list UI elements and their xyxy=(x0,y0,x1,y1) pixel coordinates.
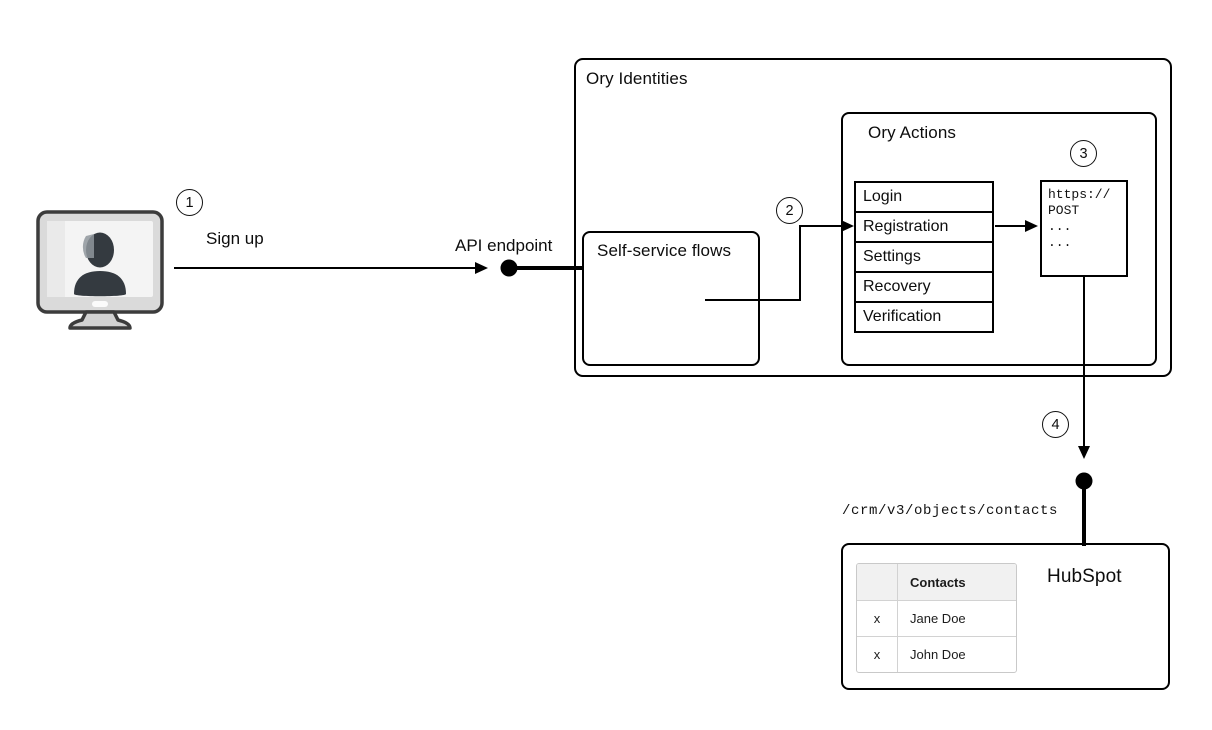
contact-mark-cell: x xyxy=(857,601,898,636)
code-line: ... xyxy=(1048,235,1072,250)
person-silhouette-icon xyxy=(74,232,126,297)
contact-name-cell: Jane Doe xyxy=(910,611,966,626)
self-service-flows-title: Self-service flows xyxy=(597,241,732,260)
flow-list: Login Registration Settings Recovery Ver… xyxy=(854,181,994,333)
flow-item-registration: Registration xyxy=(854,211,994,243)
contact-name-cell: John Doe xyxy=(910,647,966,662)
ory-actions-title: Ory Actions xyxy=(868,123,957,142)
contacts-header-blank-cell xyxy=(857,564,898,600)
code-line: ... xyxy=(1048,219,1072,234)
contacts-table-header-row: Contacts xyxy=(857,564,1016,600)
webhook-code-block: https:// POST ... ... xyxy=(1040,180,1128,277)
sign-up-label: Sign up xyxy=(206,229,264,248)
contacts-table-row: x Jane Doe xyxy=(857,600,1016,636)
hubspot-arrowhead-icon xyxy=(1078,446,1090,459)
screen-shade xyxy=(47,221,65,297)
code-line: POST xyxy=(1048,203,1080,218)
contacts-table: Contacts x Jane Doe x John Doe xyxy=(856,563,1017,673)
crm-path-label: /crm/v3/objects/contacts xyxy=(842,503,1059,519)
flow-item-verification: Verification xyxy=(854,301,994,333)
api-endpoint-label: API endpoint xyxy=(455,236,553,255)
step-badge-4: 4 xyxy=(1042,411,1069,438)
step-badge-1: 1 xyxy=(176,189,203,216)
api-endpoint-dot-icon xyxy=(500,259,518,277)
step-badge-2: 2 xyxy=(776,197,803,224)
signup-arrowhead-icon xyxy=(475,262,488,274)
user-computer-icon xyxy=(36,210,164,330)
flow-item-settings: Settings xyxy=(854,241,994,273)
contacts-table-row: x John Doe xyxy=(857,636,1016,672)
monitor-button xyxy=(92,301,108,307)
flow-item-recovery: Recovery xyxy=(854,271,994,303)
hubspot-endpoint-dot-icon xyxy=(1075,472,1093,490)
hubspot-title: HubSpot xyxy=(1047,566,1122,587)
code-line: https:// xyxy=(1048,187,1111,202)
contact-mark-cell: x xyxy=(857,637,898,672)
step-badge-3: 3 xyxy=(1070,140,1097,167)
flow-item-login: Login xyxy=(854,181,994,213)
contacts-header-cell: Contacts xyxy=(910,574,966,590)
ory-identities-title: Ory Identities xyxy=(586,69,688,88)
monitor-stand xyxy=(68,310,132,330)
